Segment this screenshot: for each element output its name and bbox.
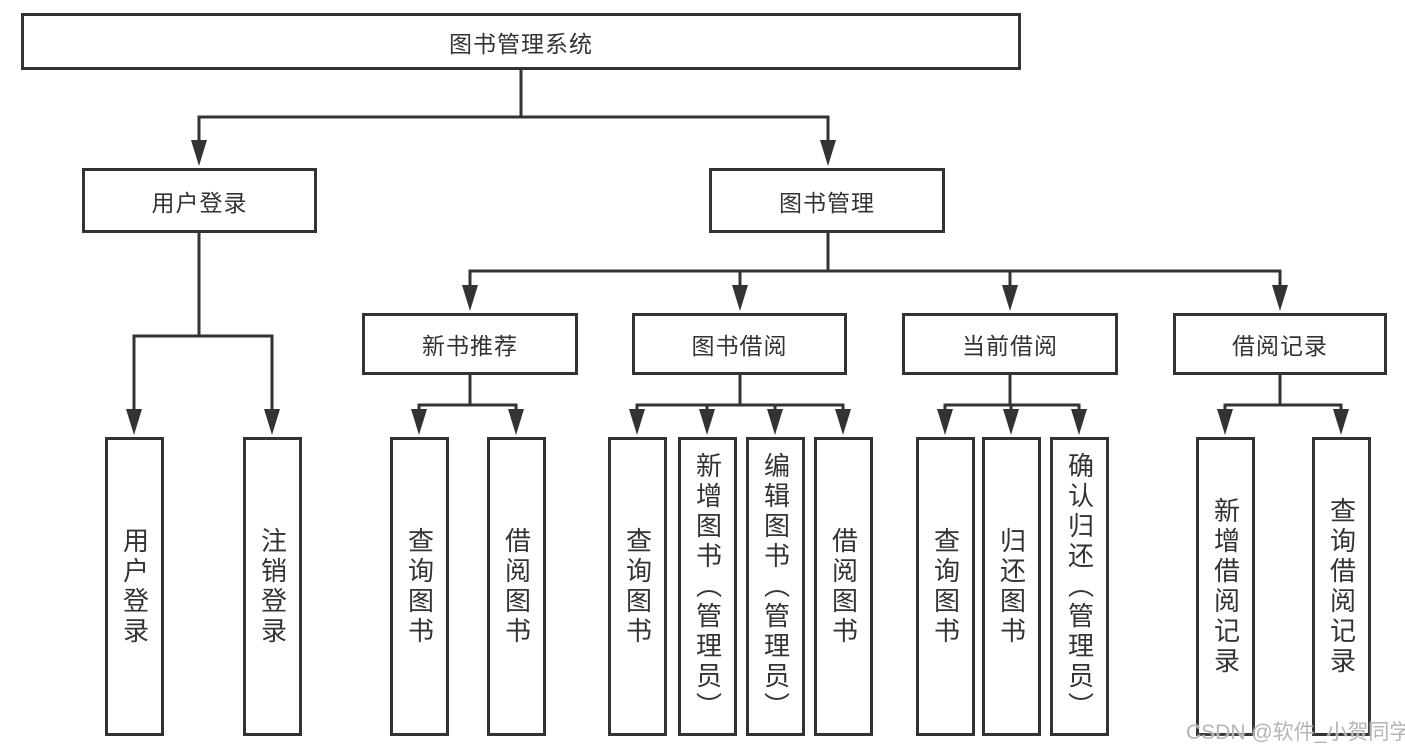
leaf-add-borrow-record: 新增借阅记录 [1196, 437, 1255, 736]
node-label: 查询借阅记录 [1326, 496, 1357, 677]
node-label: 新书推荐 [422, 333, 518, 359]
node-root-library-system: 图书管理系统 [21, 13, 1021, 70]
node-label: 图书管理 [779, 189, 875, 216]
leaf-add-books-admin: 新增图书（管理员） [678, 437, 737, 736]
node-label: 借阅图书 [501, 526, 532, 647]
arrowhead-icon [411, 409, 427, 435]
node-label: 注销登录 [257, 526, 288, 647]
node-label: 图书管理系统 [449, 30, 593, 57]
arrowhead-icon [1071, 409, 1087, 435]
arrowhead-icon [1003, 409, 1019, 435]
leaf-borrow-books-recommend: 借阅图书 [487, 437, 546, 736]
node-label: 当前借阅 [962, 333, 1058, 359]
node-label: 查询图书 [622, 526, 653, 647]
arrowhead-icon [820, 140, 836, 166]
leaf-logout: 注销登录 [243, 437, 302, 736]
leaf-confirm-return-admin: 确认归还（管理员） [1050, 437, 1109, 736]
arrowhead-icon [699, 409, 715, 435]
arrowhead-icon [264, 409, 280, 435]
arrowhead-icon [462, 285, 478, 311]
node-label: 归还图书 [996, 526, 1027, 647]
arrowhead-icon [1333, 409, 1349, 435]
node-label: 查询图书 [404, 526, 435, 647]
arrowhead-icon [629, 409, 645, 435]
leaf-edit-books-admin: 编辑图书（管理员） [746, 437, 805, 736]
arrowhead-icon [732, 285, 748, 311]
connector-user-login-to-leaves [126, 231, 280, 435]
node-label: 图书借阅 [691, 333, 788, 359]
node-book-management: 图书管理 [709, 168, 945, 233]
arrowhead-icon [835, 409, 851, 435]
csdn-watermark: CSDN @软件_小贺同学 [1186, 721, 1405, 744]
node-new-book-recommendation: 新书推荐 [362, 313, 578, 375]
node-label: 借阅图书 [828, 526, 859, 647]
connector-borrow-record-to-leaves [1217, 373, 1349, 435]
node-label: 用户登录 [151, 189, 248, 216]
arrowhead-icon [508, 409, 524, 435]
arrowhead-icon [191, 140, 207, 166]
connector-book-mgmt-to-level3 [462, 231, 1288, 311]
leaf-query-books-recommend: 查询图书 [390, 437, 449, 736]
leaf-query-books-borrowing: 查询图书 [608, 437, 667, 736]
leaf-user-login: 用户登录 [105, 437, 164, 736]
connector-current-borrow-to-leaves [937, 373, 1087, 435]
arrowhead-icon [937, 409, 953, 435]
leaf-borrow-books-borrowing: 借阅图书 [814, 437, 873, 736]
node-label: 借阅记录 [1232, 333, 1328, 359]
arrowhead-icon [767, 409, 783, 435]
node-label: 编辑图书（管理员） [760, 451, 791, 722]
leaf-query-borrow-record: 查询借阅记录 [1312, 437, 1371, 736]
node-user-login: 用户登录 [82, 168, 317, 233]
node-book-borrowing: 图书借阅 [632, 313, 847, 375]
leaf-return-books: 归还图书 [982, 437, 1041, 736]
node-current-borrowing: 当前借阅 [902, 313, 1118, 375]
node-borrowing-records: 借阅记录 [1173, 313, 1387, 375]
arrowhead-icon [1272, 285, 1288, 311]
arrowhead-icon [126, 409, 142, 435]
node-label: 查询图书 [930, 526, 961, 647]
leaf-query-books-current: 查询图书 [916, 437, 975, 736]
arrowhead-icon [1217, 409, 1233, 435]
node-label: 新增借阅记录 [1210, 496, 1241, 677]
connector-root-to-level2 [191, 68, 836, 166]
node-label: 确认归还（管理员） [1064, 451, 1095, 722]
node-label: 新增图书（管理员） [692, 451, 723, 722]
node-label: 用户登录 [119, 526, 150, 647]
arrowhead-icon [1002, 285, 1018, 311]
connector-book-borrow-to-leaves [629, 373, 851, 435]
connector-new-book-to-leaves [411, 373, 524, 435]
